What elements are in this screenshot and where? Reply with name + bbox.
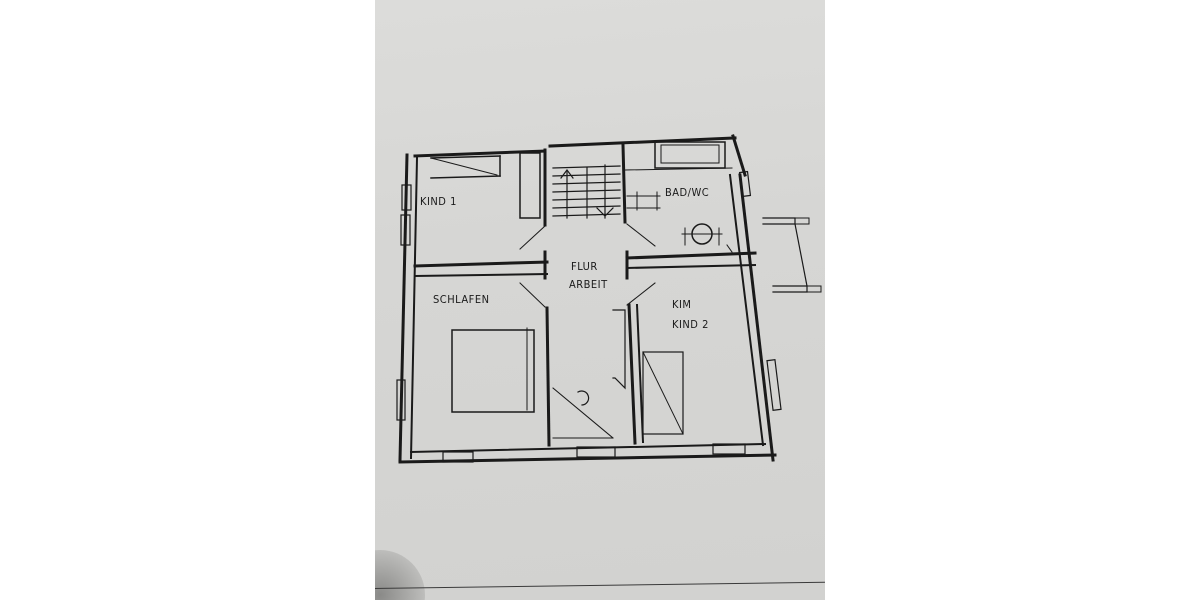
floor-plan-photo: KIND 1 BAD/WC FLUR ARBEIT SCHLAFEN KIM K… bbox=[375, 0, 825, 600]
floor-plan-drawing bbox=[396, 134, 822, 464]
room-label-kind1: KIND 1 bbox=[420, 195, 457, 208]
room-label-bad-wc: BAD/WC bbox=[665, 186, 710, 199]
window bbox=[400, 214, 411, 246]
window bbox=[396, 379, 406, 421]
room-label-flur: FLUR bbox=[571, 260, 598, 273]
room-label-schlafen: SCHLAFEN bbox=[433, 293, 490, 306]
room-label-kind2: KIND 2 bbox=[672, 318, 709, 331]
room-label-kim: KIM bbox=[672, 298, 692, 311]
room-label-arbeit: ARBEIT bbox=[569, 278, 608, 291]
window bbox=[401, 184, 412, 211]
